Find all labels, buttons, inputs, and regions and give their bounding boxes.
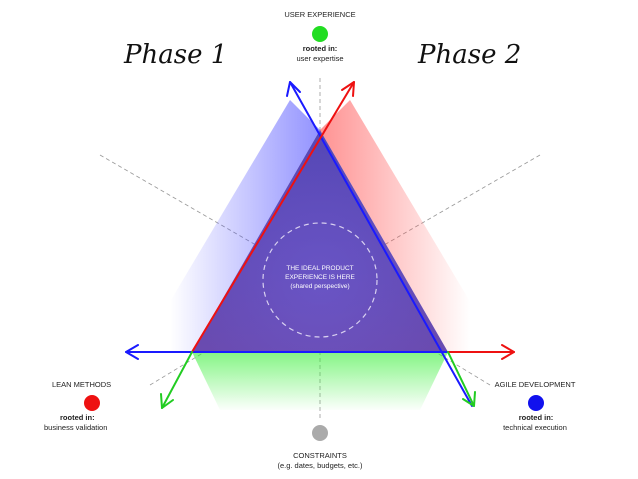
user-experience-basis: user expertise [296,54,344,63]
red-arrowhead-right [501,344,515,360]
center-line-2: EXPERIENCE IS HERE [285,274,355,281]
red-arrowhead-top [341,81,355,97]
green-axis-left [161,351,193,409]
user-experience-title: USER EXPERIENCE [284,10,356,19]
lean-methods-dot [84,395,100,411]
constraints-note: (e.g. dates, budgets, etc.) [277,461,363,470]
blue-band [140,100,320,352]
phase-2-label: Phase 2 [418,40,522,70]
center-dashed-circle [262,222,378,338]
center-line-3: (shared perspective) [290,283,350,290]
green-arrowhead-right [462,391,476,407]
green-axis-right [447,351,475,407]
user-experience-dot [312,26,328,42]
red-axis-diagonal [191,81,355,353]
constraints-title: CONSTRAINTS [293,451,347,460]
green-arrowhead-left [160,393,174,409]
agile-development-rooted: rooted in: [518,413,554,422]
phase-1-label: Phase 1 [124,40,228,70]
agile-development-dot [528,395,544,411]
lean-methods-title: LEAN METHODS [52,380,112,389]
blue-arrowhead-left [125,344,139,360]
center-line-1: THE IDEAL PRODUCT [286,265,354,272]
red-band [320,100,500,352]
lean-methods-rooted: rooted in: [60,413,95,422]
lean-methods-basis: business validation [44,423,108,432]
constraints-dot [312,425,328,441]
green-band [192,352,448,410]
agile-development-title: AGILE DEVELOPMENT [494,380,576,389]
user-experience-rooted: rooted in: [302,44,338,53]
blue-arrowhead-top [286,81,301,97]
agile-development-basis: technical execution [503,423,567,432]
